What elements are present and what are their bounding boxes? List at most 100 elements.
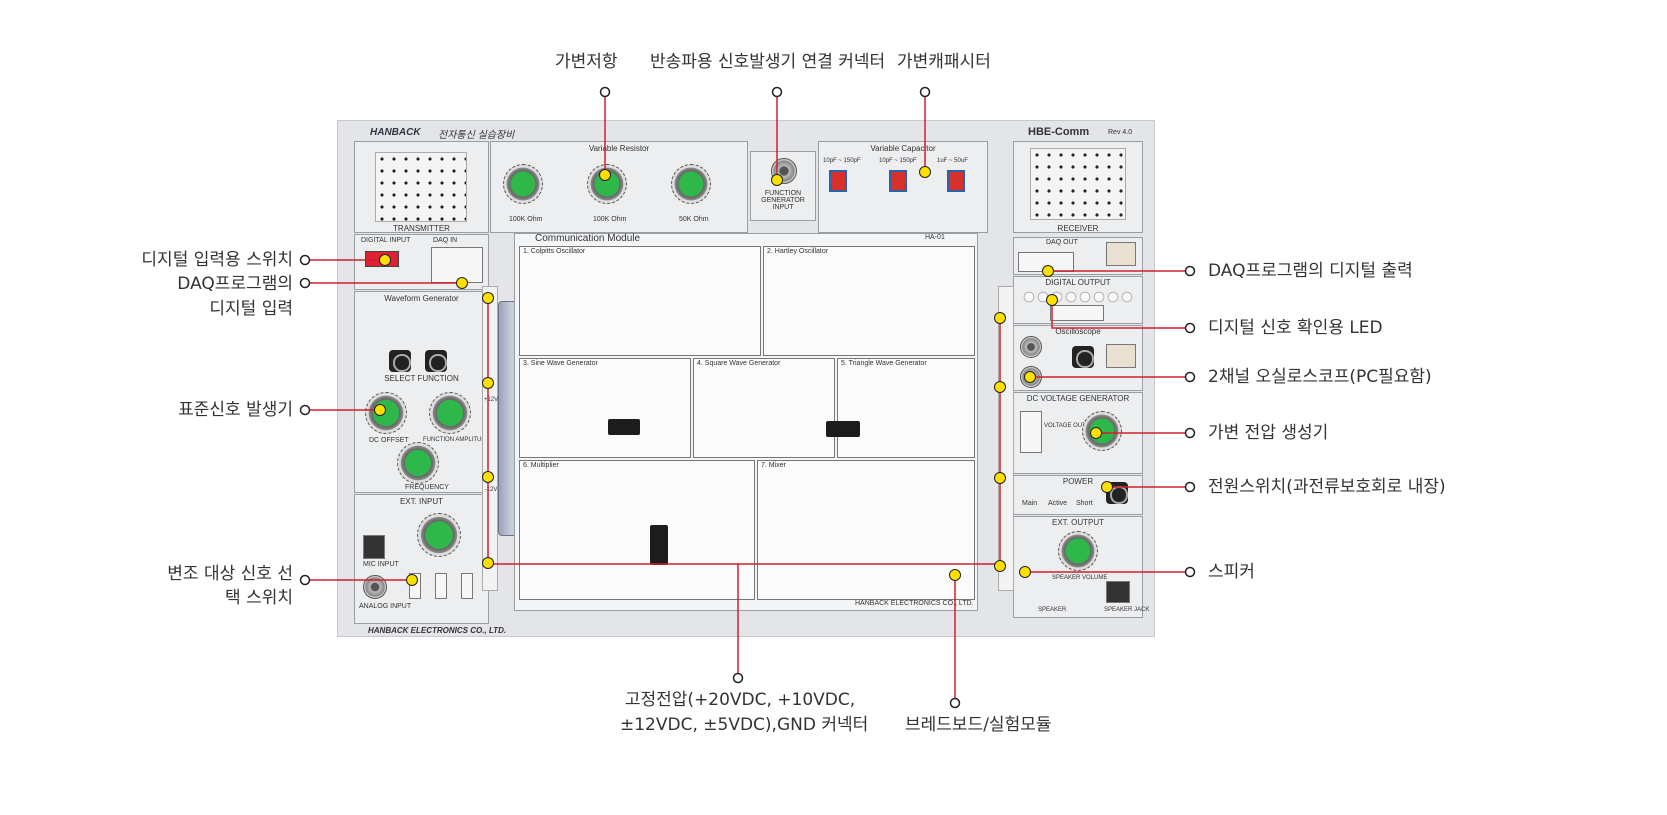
voltage-output-connector[interactable] (1020, 411, 1042, 453)
maker-left: HANBACK ELECTRONICS CO., LTD. (368, 626, 507, 635)
dc-voltage-knob[interactable] (1082, 411, 1122, 451)
select-switch-analog[interactable] (435, 573, 447, 599)
variable-resistor-label: Variable Resistor (588, 144, 650, 153)
variable-capacitor-panel: Variable Capacitor 10pF ~ 150pF 10pF ~ 1… (818, 141, 988, 233)
variable-capacitor-label: Variable Capacitor (870, 144, 936, 153)
scope-reset-button[interactable] (1072, 346, 1094, 368)
digital-output-connector[interactable] (1050, 305, 1104, 321)
sine-label: 3. Sine Wave Generator (523, 360, 598, 367)
label-variable-voltage: 가변 전압 생성기 (1208, 423, 1329, 443)
communication-module[interactable]: Communication Module HA-01 1. Colpitts O… (514, 233, 978, 611)
left-power-rail[interactable]: +12V -12V (482, 286, 498, 591)
label-daq-digital-input-2: 디지털 입력 (209, 299, 293, 319)
transmitter-grid (375, 152, 467, 222)
transmitter-label: TRANSMITTER (393, 224, 450, 233)
daq-in-connector[interactable] (431, 247, 483, 283)
voltage-output-label: VOLTAGE OUTPUT (1044, 423, 1098, 429)
select-function-label: SELECT FUNCTION (384, 374, 459, 383)
analog-input-label: ANALOG INPUT (359, 603, 412, 610)
receiver-panel: RECEIVER (1013, 141, 1143, 233)
vr2-value: 100K Ohm (593, 216, 627, 223)
vc3-trimmer[interactable] (947, 170, 965, 192)
mic-jack[interactable] (363, 535, 385, 559)
vr3-knob[interactable] (671, 164, 711, 204)
label-digital-led: 디지털 신호 확인용 LED (1208, 318, 1383, 338)
vc1-range: 10pF ~ 150pF (823, 158, 861, 164)
ext-output-label: EXT. OUTPUT (1051, 518, 1104, 527)
fg-input-label: FUNCTION GENERATOR INPUT (761, 190, 805, 211)
ext-output-panel: EXT. OUTPUT SPEAKER VOLUME SPEAKER SPEAK… (1013, 516, 1149, 618)
label-modulation-select-1: 변조 대상 신호 선 (167, 564, 293, 584)
speaker-jack[interactable] (1106, 581, 1130, 603)
select-function-button-1[interactable] (389, 350, 411, 372)
maker-module: HANBACK ELECTRONICS CO., LTD. (855, 600, 974, 607)
short-led-label: Short (1076, 500, 1093, 507)
usb-port-scope[interactable] (1106, 344, 1136, 368)
amplitude-label: FUNCTION AMPLITUDE (423, 437, 490, 443)
vc3-range: 1uF ~ 50uF (937, 158, 968, 164)
mic-input-label: MIC INPUT (363, 561, 399, 568)
ext-input-knob[interactable] (417, 513, 461, 557)
usb-port-daq[interactable] (1106, 242, 1136, 266)
select-function-button-2[interactable] (425, 350, 447, 372)
digital-output-panel: DIGITAL OUTPUT (1013, 276, 1143, 324)
waveform-generator-label: Waveform Generator (384, 294, 459, 303)
dc-offset-knob[interactable] (365, 392, 407, 434)
label-power-switch: 전원스위치(과전류보호회로 내장) (1208, 477, 1446, 497)
analog-input-bnc[interactable] (363, 575, 387, 599)
speaker-volume-knob[interactable] (1058, 531, 1098, 571)
triangle-label: 5. Triangle Wave Generator (841, 360, 927, 367)
select-switch-mic[interactable] (461, 573, 473, 599)
digital-output-label: DIGITAL OUTPUT (1045, 278, 1111, 287)
vr1-value: 100K Ohm (509, 216, 543, 223)
brand-logo: HANBACK (370, 127, 421, 138)
right-power-rail[interactable] (998, 286, 1014, 591)
label-digital-input-switch: 디지털 입력용 스위치 (141, 250, 293, 270)
ic-chip (826, 421, 860, 437)
fg-input-panel: FUNCTION GENERATOR INPUT (750, 151, 816, 221)
model-name: HBE-Comm (1028, 126, 1090, 138)
frequency-knob[interactable] (397, 442, 439, 484)
vc2-trimmer[interactable] (889, 170, 907, 192)
label-daq-digital-input-1: DAQ프로그램의 (177, 274, 293, 294)
brand-subtitle: 전자통신 실습장비 (438, 130, 515, 141)
colpitts-label: 1. Colpitts Oscillator (523, 248, 586, 255)
label-fixed-voltage-2: ±12VDC, ±5VDC),GND 커넥터 (620, 715, 869, 735)
rail-label-minus12v: -12V (484, 487, 498, 493)
label-fixed-voltage-1: 고정전압(+20VDC, +10VDC, (624, 690, 856, 710)
ch1-bnc[interactable] (1020, 336, 1042, 358)
ic-chip (650, 525, 668, 565)
label-standard-signal-generator: 표준신호 발생기 (178, 400, 293, 420)
square-section: 4. Square Wave Generator (693, 358, 835, 458)
mixer-section: 7. Mixer (757, 460, 975, 600)
multiplier-label: 6. Multiplier (523, 462, 559, 469)
rail-label-plus12v: +12V (483, 397, 499, 403)
triangle-section: 5. Triangle Wave Generator (826, 358, 975, 458)
amplitude-knob[interactable] (429, 392, 471, 434)
ext-input-label: EXT. INPUT (399, 497, 444, 506)
dc-offset-label: DC OFFSET (369, 437, 409, 444)
module-title: Communication Module (535, 233, 641, 244)
dc-voltage-panel: DC VOLTAGE GENERATOR VOLTAGE OUTPUT (1013, 392, 1143, 474)
label-daq-digital-output: DAQ프로그램의 디지털 출력 (1208, 261, 1413, 281)
sine-section: 3. Sine Wave Generator (519, 358, 691, 458)
daq-out-label: DAQ OUT (1046, 239, 1078, 246)
revision: Rev 4.0 (1108, 129, 1133, 136)
vr1-knob[interactable] (503, 164, 543, 204)
hartley-section: 2. Hartley Oscillator (763, 246, 975, 356)
module-id: HA-01 (925, 234, 945, 241)
hartley-label: 2. Hartley Oscillator (767, 248, 829, 255)
waveform-generator-panel: Waveform Generator SELECT FUNCTION DC OF… (354, 291, 490, 493)
label-fg-connector: 반송파용 신호발생기 연결 커넥터 (650, 52, 886, 72)
label-oscilloscope: 2채널 오실로스코프(PC필요함) (1208, 367, 1432, 387)
transmitter-panel: TRANSMITTER (354, 141, 489, 233)
colpitts-section: 1. Colpitts Oscillator (519, 246, 761, 356)
receiver-grid (1030, 148, 1126, 220)
vc1-trimmer[interactable] (829, 170, 847, 192)
digital-input-label: DIGITAL INPUT (361, 237, 411, 244)
oscilloscope-label: Oscilloscope (1055, 327, 1101, 336)
receiver-label: RECEIVER (1057, 224, 1099, 233)
label-modulation-select-2: 택 스위치 (225, 588, 293, 608)
daq-out-panel: DAQ OUT (1013, 237, 1143, 275)
